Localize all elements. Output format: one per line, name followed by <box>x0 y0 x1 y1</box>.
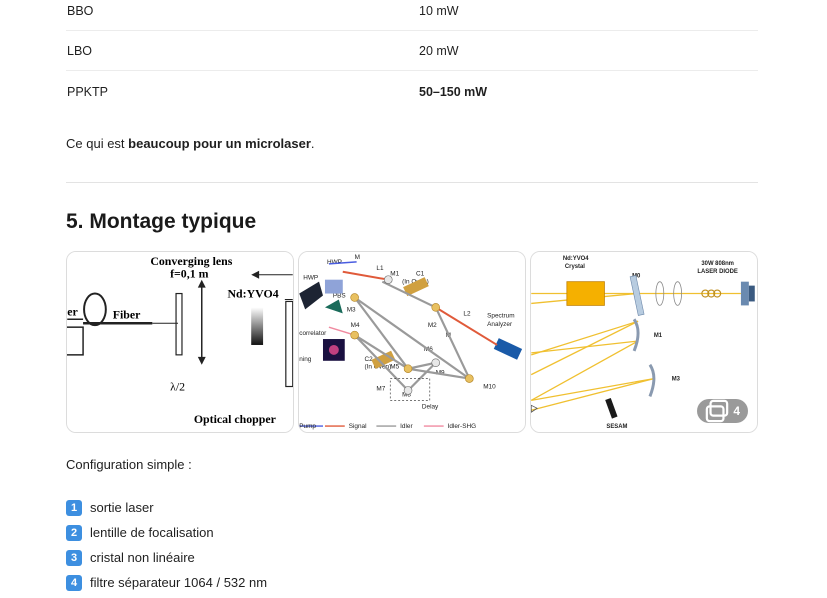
crystal-cell: LBO <box>67 44 93 58</box>
svg-text:Optical chopper: Optical chopper <box>194 412 277 426</box>
svg-text:C2: C2 <box>365 356 374 363</box>
svg-text:30W 808nm: 30W 808nm <box>701 261 734 267</box>
svg-text:M0: M0 <box>632 274 641 280</box>
svg-text:Idler-SHG: Idler-SHG <box>448 423 476 430</box>
svg-text:HWP: HWP <box>327 259 342 266</box>
svg-text:PBS: PBS <box>333 292 346 299</box>
svg-text:C1: C1 <box>416 271 425 278</box>
power-cell: 20 mW <box>419 44 459 58</box>
power-cell: 50–150 mW <box>419 85 488 99</box>
svg-text:M8: M8 <box>402 391 411 398</box>
svg-text:Idler: Idler <box>400 423 413 430</box>
svg-text:LASER DIODE: LASER DIODE <box>697 269 738 275</box>
svg-text:Converging lens: Converging lens <box>150 254 232 268</box>
svg-text:M2: M2 <box>428 322 437 329</box>
svg-text:er: er <box>67 304 78 318</box>
gallery-image-3[interactable]: Nd:YVO4 Crystal M0 30W 808nm LASER DIODE… <box>530 251 758 433</box>
power-cell: 10 mW <box>419 4 459 18</box>
svg-text:Signal: Signal <box>349 423 367 430</box>
setup-diagram-fiber: er Fiber Converging lens f=0,1 m λ/2 Nd:… <box>67 252 293 432</box>
svg-text:L1: L1 <box>376 265 384 272</box>
gallery-image-1[interactable]: er Fiber Converging lens f=0,1 m λ/2 Nd:… <box>66 251 294 433</box>
summary-emphasis: beaucoup pour un microlaser <box>128 136 311 151</box>
svg-text:Spectrum: Spectrum <box>487 312 514 319</box>
svg-text:Crystal: Crystal <box>565 264 585 270</box>
step-text: cristal non linéaire <box>90 550 195 565</box>
step-text: lentille de focalisation <box>90 525 214 540</box>
images-stack-icon <box>706 399 729 423</box>
svg-text:Pump: Pump <box>299 423 316 430</box>
step-text: sortie laser <box>90 500 154 515</box>
svg-text:M5: M5 <box>390 364 399 371</box>
list-item: 4 filtre séparateur 1064 / 532 nm <box>66 570 267 595</box>
svg-text:M1: M1 <box>654 333 663 339</box>
table-row: PPKTP 50–150 mW <box>66 71 758 111</box>
crystal-power-table: BBO 10 mW LBO 20 mW PPKTP 50–150 mW <box>66 0 758 111</box>
svg-text:Nd:YVO4: Nd:YVO4 <box>227 286 278 300</box>
table-row: BBO 10 mW <box>66 0 758 31</box>
svg-text:correlator: correlator <box>299 330 327 337</box>
svg-text:ning: ning <box>299 356 312 363</box>
svg-text:Delay: Delay <box>422 403 439 410</box>
svg-text:M7: M7 <box>376 385 385 392</box>
number-4-icon: 4 <box>66 574 82 591</box>
step-text: filtre séparateur 1064 / 532 nm <box>90 575 268 590</box>
svg-text:M4: M4 <box>351 322 360 329</box>
more-images-count: 4 <box>733 404 740 418</box>
setup-diagram-diode: Nd:YVO4 Crystal M0 30W 808nm LASER DIODE… <box>531 252 757 432</box>
table-row: LBO 20 mW <box>66 31 758 71</box>
svg-text:f=0,1 m: f=0,1 m <box>170 267 208 281</box>
crystal-cell: BBO <box>67 4 94 18</box>
config-label: Configuration simple : <box>66 457 192 472</box>
svg-text:Fiber: Fiber <box>113 307 141 321</box>
summary-note: Ce qui est beaucoup pour un microlaser. <box>66 136 315 151</box>
more-images-badge[interactable]: 4 <box>697 399 748 423</box>
svg-text:λ/2: λ/2 <box>170 379 185 393</box>
list-item: 2 lentille de focalisation <box>66 520 267 545</box>
list-item: 3 cristal non linéaire <box>66 545 267 570</box>
svg-text:Analyzer: Analyzer <box>487 321 513 328</box>
svg-text:M3: M3 <box>347 306 356 313</box>
svg-text:M1: M1 <box>390 271 399 278</box>
crystal-cell: PPKTP <box>67 85 108 99</box>
svg-text:Nd:YVO4: Nd:YVO4 <box>563 256 589 262</box>
number-1-icon: 1 <box>66 499 82 516</box>
svg-text:M: M <box>355 254 360 261</box>
setup-diagram-opo: HWP M HWP PBS L1 M1 C1 (In Oven) M3 M4 M… <box>299 252 525 432</box>
svg-text:M3: M3 <box>672 377 681 383</box>
svg-text:M10: M10 <box>483 383 496 390</box>
image-gallery: er Fiber Converging lens f=0,1 m λ/2 Nd:… <box>66 251 758 433</box>
list-item: 1 sortie laser <box>66 495 267 520</box>
svg-text:L2: L2 <box>463 310 471 317</box>
section-title: 5. Montage typique <box>66 210 257 233</box>
svg-text:SESAM: SESAM <box>606 424 627 430</box>
number-3-icon: 3 <box>66 549 82 566</box>
svg-text:HWP: HWP <box>303 275 318 282</box>
section-divider <box>66 182 758 183</box>
gallery-image-2[interactable]: HWP M HWP PBS L1 M1 C1 (In Oven) M3 M4 M… <box>298 251 526 433</box>
number-2-icon: 2 <box>66 524 82 541</box>
